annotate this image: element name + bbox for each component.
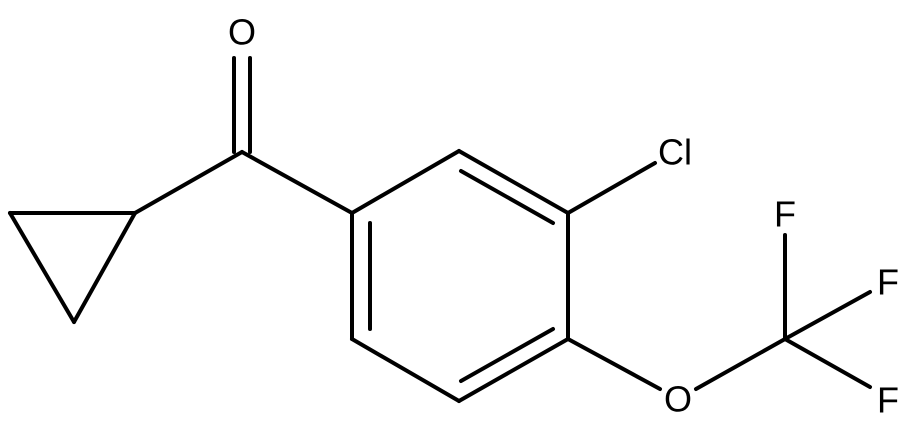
- bond-ring-4: [457, 337, 570, 403]
- bond-c-f2: [783, 290, 872, 341]
- cyclopropyl-ring: [8, 211, 137, 324]
- bond-ring-cl: [566, 161, 657, 215]
- bond-c-f3: [783, 337, 872, 389]
- atom-label-ether-oxygen: O: [664, 379, 692, 420]
- bond-ring-2: [457, 149, 570, 215]
- bond-carbonyl-ring: [240, 150, 354, 215]
- benzene-ring: [350, 149, 570, 403]
- atom-label-carbonyl-oxygen: O: [228, 12, 256, 53]
- atom-label-fluorine-right: F: [877, 262, 899, 303]
- bond-ring-o: [566, 337, 662, 391]
- bond-ring-2-inner: [459, 169, 555, 225]
- bond-cp-right: [72, 211, 137, 324]
- trifluoromethyl-bonds: [783, 233, 872, 389]
- bond-ring-1: [350, 149, 461, 215]
- carbonyl-double-bond: [232, 56, 252, 154]
- atom-label-fluorine-bottom: F: [877, 380, 899, 421]
- atom-label-chlorine: Cl: [658, 132, 692, 173]
- atom-label-fluorine-top: F: [774, 194, 796, 235]
- bond-o-cf3: [694, 337, 787, 391]
- bond-cp-carbonyl: [133, 150, 244, 215]
- bond-cp-left: [8, 211, 76, 324]
- bond-ring-5: [350, 337, 461, 403]
- bond-ring-4-inner: [459, 327, 555, 383]
